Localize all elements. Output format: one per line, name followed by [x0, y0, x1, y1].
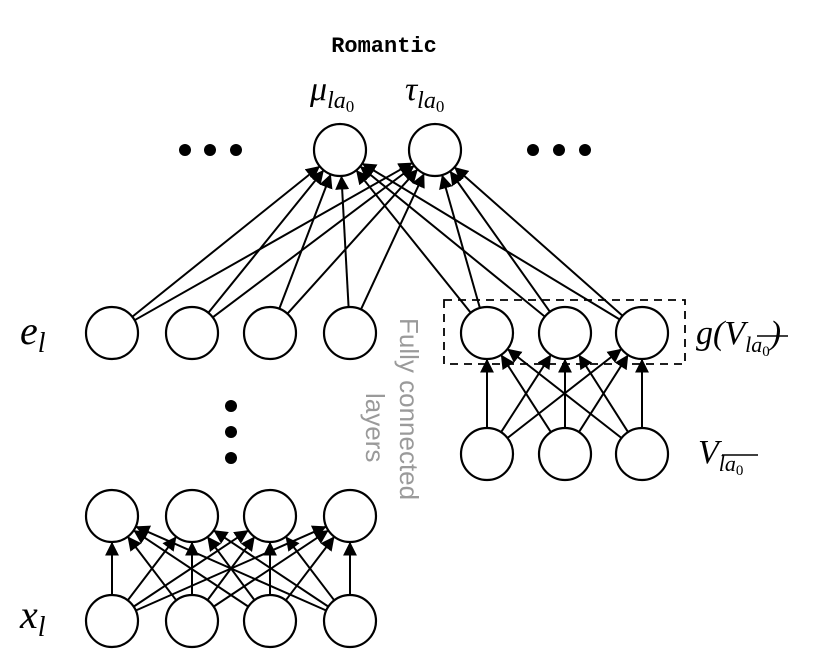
hidden-layer-nodes	[84, 488, 378, 544]
left-ellipsis-dots	[179, 144, 242, 156]
e-node	[242, 305, 298, 361]
output-nodes	[312, 122, 463, 178]
g-node	[459, 305, 515, 361]
hidden-node	[84, 488, 140, 544]
v-layer-nodes	[459, 426, 670, 482]
hidden-node	[322, 488, 378, 544]
svg-text:Fully connected: Fully connected	[394, 318, 424, 500]
x-layer-nodes	[84, 593, 378, 649]
connection-arrow	[439, 174, 481, 309]
connection-arrow	[127, 536, 178, 601]
v-layer-label: Vla0	[698, 434, 743, 479]
connection-arrow	[500, 354, 552, 433]
hidden-node	[242, 488, 298, 544]
g-layer-nodes	[459, 305, 670, 361]
connection-edges	[105, 162, 649, 612]
v-node	[459, 426, 515, 482]
x-node	[164, 593, 220, 649]
hidden-node	[164, 488, 220, 544]
fully-connected-layers-label: Fully connected layers	[360, 318, 424, 500]
connection-arrow	[134, 162, 413, 322]
e-layer-nodes	[84, 305, 378, 361]
connection-arrow	[578, 354, 629, 433]
e-node	[84, 305, 140, 361]
g-node	[614, 305, 670, 361]
connection-arrow	[454, 166, 624, 317]
connection-arrow	[356, 169, 472, 314]
g-layer-label: g(Vla0)	[696, 315, 781, 360]
v-node	[537, 426, 593, 482]
x-node	[322, 593, 378, 649]
connection-arrow	[335, 175, 350, 308]
x-node	[84, 593, 140, 649]
svg-text:layers: layers	[360, 393, 390, 462]
connection-arrow	[449, 170, 551, 313]
connection-arrow	[207, 169, 324, 314]
right-ellipsis-dots	[527, 144, 591, 156]
tau-label: τla0	[405, 71, 444, 116]
connection-arrow	[135, 525, 327, 612]
connection-arrow	[213, 530, 329, 608]
connection-arrow	[359, 166, 546, 318]
x-node	[242, 593, 298, 649]
tau-node	[407, 122, 463, 178]
mu-node	[312, 122, 368, 178]
e-node	[164, 305, 220, 361]
g-layer-dashed-box	[443, 299, 686, 365]
connection-arrow	[360, 173, 425, 310]
connection-arrow	[212, 165, 415, 319]
mu-label: μla0	[309, 71, 354, 116]
v-node	[614, 426, 670, 482]
connection-arrow	[133, 530, 249, 608]
connection-arrow	[278, 173, 333, 310]
g-node	[537, 305, 593, 361]
e-node	[322, 305, 378, 361]
diagram-title: Romantic	[331, 34, 437, 59]
e-layer-label: el	[20, 308, 46, 359]
vertical-ellipsis-dots	[225, 400, 237, 464]
x-layer-label: xl	[19, 592, 46, 643]
connection-arrow	[361, 163, 621, 321]
connection-arrow	[285, 536, 336, 601]
connection-arrow	[131, 166, 321, 318]
